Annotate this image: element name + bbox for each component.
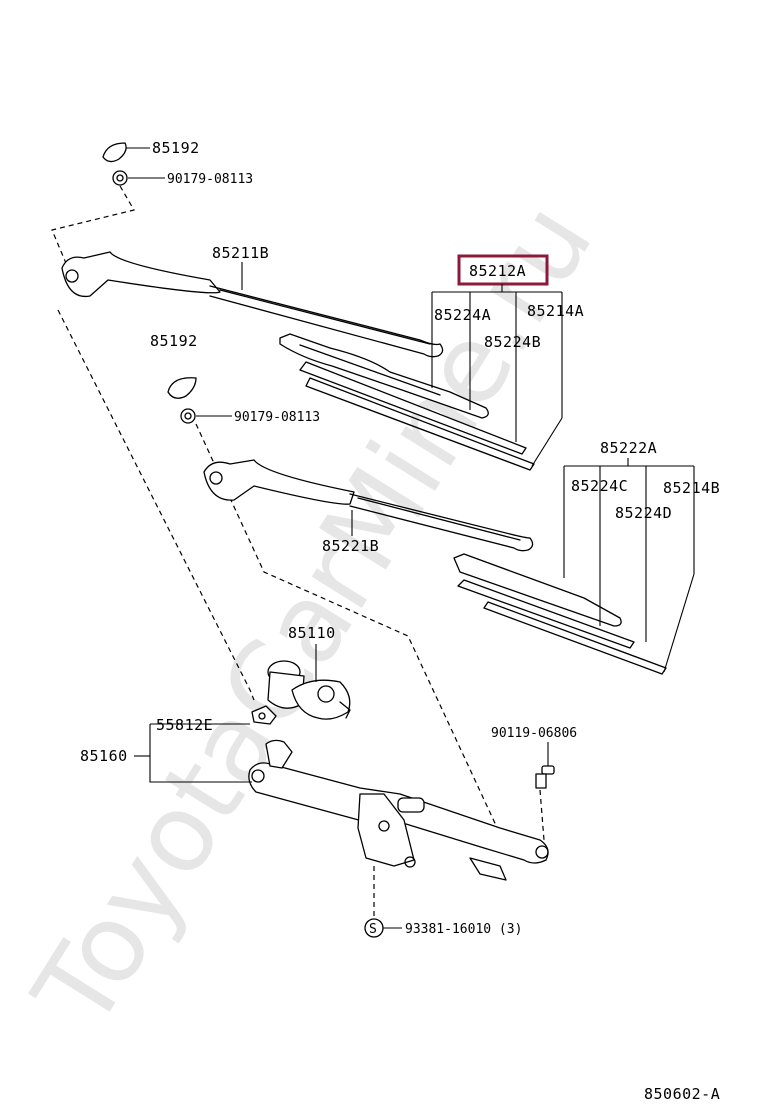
clip-icon[interactable] (251, 705, 277, 725)
part-label-arm-rear[interactable]: 85221B (322, 537, 379, 555)
screw-symbol-icon[interactable]: S (364, 918, 384, 938)
bolt-icon[interactable] (535, 765, 555, 789)
part-label-clip[interactable]: 55812E (156, 716, 213, 734)
part-label-bolt[interactable]: 90119-06806 (491, 726, 577, 741)
part-label-rubber-rear[interactable]: 85214B (663, 479, 720, 497)
part-label-blade-assy-front[interactable]: 85212A (469, 262, 526, 280)
diagram-code: 850602-A (644, 1085, 720, 1103)
part-label-nut-lower[interactable]: 90179-08113 (234, 410, 320, 425)
wiper-blade-rear[interactable] (453, 553, 667, 675)
part-label-cap-upper[interactable]: 85192 (152, 139, 200, 157)
part-label-cap-lower[interactable]: 85192 (150, 332, 198, 350)
wiper-motor[interactable] (267, 660, 351, 720)
wiper-link[interactable] (248, 739, 549, 881)
svg-text:S: S (369, 922, 377, 937)
part-label-sub-a[interactable]: 85224A (434, 306, 491, 324)
nut-lower-icon[interactable] (180, 408, 196, 424)
part-label-motor[interactable]: 85110 (288, 624, 336, 642)
part-label-arm-front[interactable]: 85211B (212, 244, 269, 262)
part-label-blade-assy-rear[interactable]: 85222A (600, 439, 657, 457)
part-label-sub-b[interactable]: 85224B (484, 333, 541, 351)
part-label-link[interactable]: 85160 (80, 747, 128, 765)
cap-upper-icon[interactable] (102, 142, 127, 163)
wiper-blade-front[interactable] (279, 333, 535, 471)
nut-upper-icon[interactable] (112, 170, 128, 186)
highlight-box (457, 254, 549, 286)
part-label-screw[interactable]: 93381-16010 (3) (405, 922, 522, 937)
cap-lower-icon[interactable] (167, 377, 197, 399)
part-label-nut-upper[interactable]: 90179-08113 (167, 172, 253, 187)
wiper-arm-rear[interactable] (203, 459, 534, 552)
part-label-rubber-front[interactable]: 85214A (527, 302, 584, 320)
wiper-arm-front[interactable] (61, 251, 444, 358)
part-label-sub-d[interactable]: 85224D (615, 504, 672, 522)
part-label-sub-c[interactable]: 85224C (571, 477, 628, 495)
